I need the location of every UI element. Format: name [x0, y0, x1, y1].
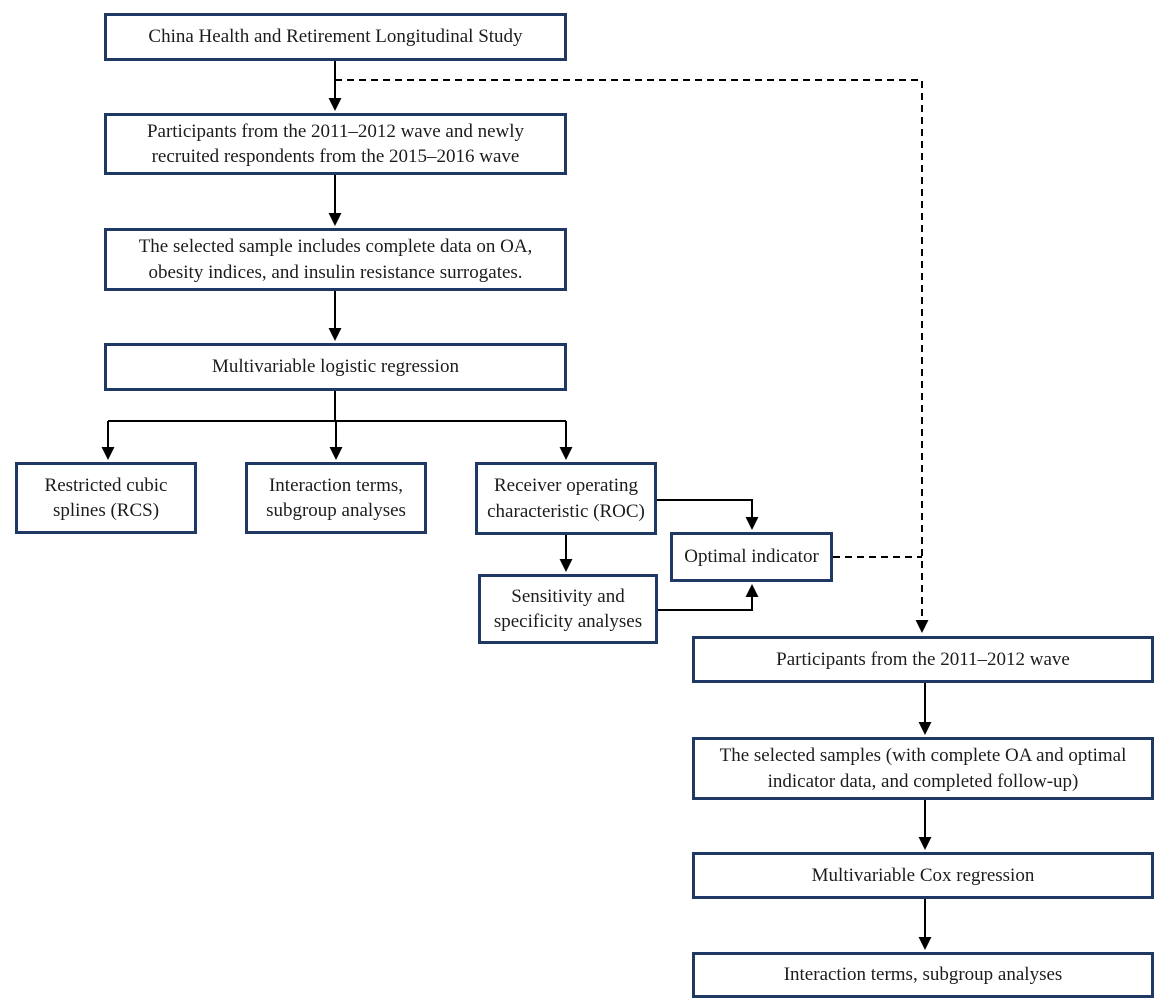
node-roc-label: Receiver operating characteristic (ROC): [487, 475, 645, 522]
node-roc: Receiver operating characteristic (ROC): [475, 462, 657, 535]
node-optimal-indicator-label: Optimal indicator: [684, 546, 819, 568]
node-charls-label: China Health and Retirement Longitudinal…: [148, 26, 523, 48]
node-rcs-label: Restricted cubic splines (RCS): [44, 474, 168, 521]
edge-charls-to-wave2011-dashed: [335, 79, 929, 633]
node-interaction-terms-2: Interaction terms, subgroup analyses: [692, 952, 1154, 998]
node-selected-sample: The selected sample includes complete da…: [104, 228, 567, 291]
node-wave-2011: Participants from the 2011–2012 wave: [692, 636, 1154, 683]
node-sensitivity-specificity: Sensitivity and specificity analyses: [478, 574, 658, 644]
node-wave-recruited-label: Participants from the 2011–2012 wave and…: [146, 120, 525, 167]
node-logistic-regression-label: Multivariable logistic regression: [212, 356, 459, 378]
node-sensitivity-specificity-label: Sensitivity and specificity analyses: [493, 585, 643, 632]
node-wave-recruited: Participants from the 2011–2012 wave and…: [104, 113, 567, 175]
node-selected-sample-label: The selected sample includes complete da…: [138, 236, 533, 283]
node-interaction-terms-1-label: Interaction terms, subgroup analyses: [266, 474, 406, 521]
node-cox-regression-label: Multivariable Cox regression: [811, 864, 1035, 886]
node-wave-2011-label: Participants from the 2011–2012 wave: [776, 648, 1070, 670]
edge-sensitivity-to-optimal: [658, 584, 759, 611]
node-selected-samples-followup-label: The selected samples (with complete OA a…: [719, 745, 1127, 792]
node-charls: China Health and Retirement Longitudinal…: [104, 13, 567, 61]
node-selected-samples-followup: The selected samples (with complete OA a…: [692, 737, 1154, 800]
edge-roc-to-optimal: [657, 499, 759, 530]
node-logistic-regression: Multivariable logistic regression: [104, 343, 567, 391]
node-interaction-terms-1: Interaction terms, subgroup analyses: [245, 462, 427, 534]
node-cox-regression: Multivariable Cox regression: [692, 852, 1154, 899]
node-optimal-indicator: Optimal indicator: [670, 532, 833, 582]
node-rcs: Restricted cubic splines (RCS): [15, 462, 197, 534]
node-interaction-terms-2-label: Interaction terms, subgroup analyses: [783, 964, 1063, 986]
